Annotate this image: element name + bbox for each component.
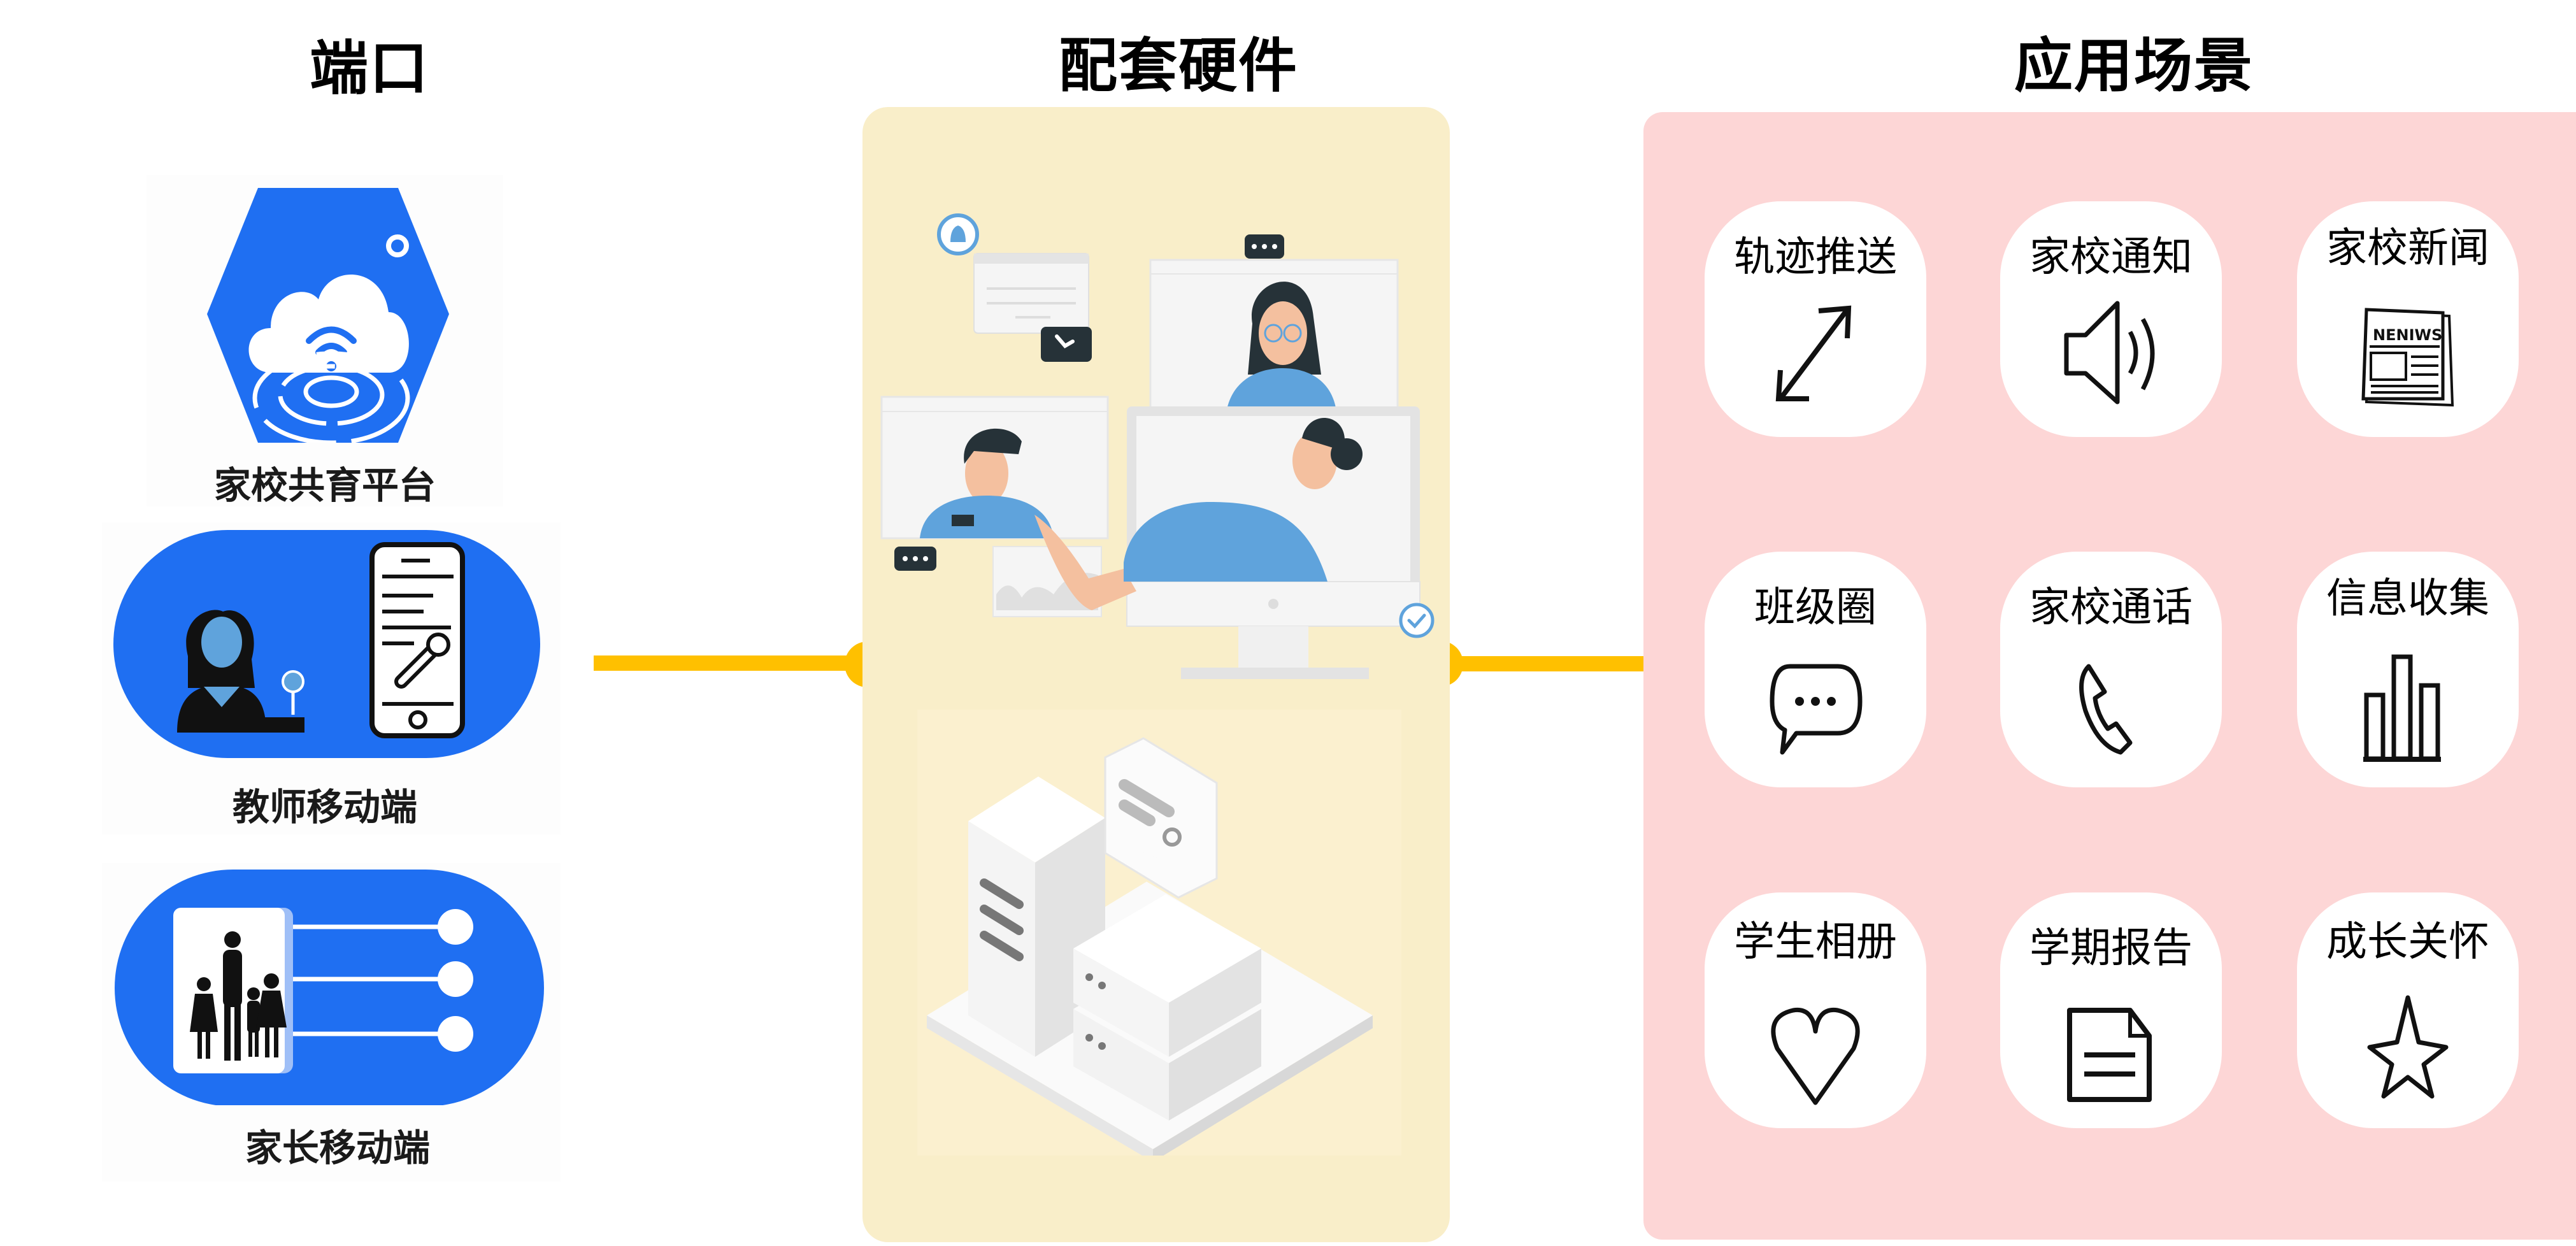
teacher-phone-icon <box>113 530 540 758</box>
scenario-growth-care[interactable]: 成长关怀 <box>2297 892 2519 1128</box>
port-parent-mobile[interactable]: 家长移动端 <box>102 863 561 1182</box>
star-icon <box>2367 995 2449 1099</box>
port-platform[interactable]: 家校共育平台 <box>147 175 503 507</box>
scenario-student-album[interactable]: 学生相册 <box>1705 892 1926 1128</box>
connector-line-right <box>1459 656 1645 671</box>
speaker-icon <box>2064 301 2155 405</box>
scenario-semester-report[interactable]: 学期报告 <box>2000 892 2222 1128</box>
bar-chart-icon <box>2363 654 2441 762</box>
newspaper-icon: NENIWS <box>2361 308 2454 407</box>
heart-icon <box>1771 1007 1860 1105</box>
scenario-class-circle[interactable]: 班级圈 <box>1705 552 1926 787</box>
scenario-label: 轨迹推送 <box>1734 234 1897 281</box>
document-icon <box>2067 1008 2152 1102</box>
video-call-illustration <box>880 213 1435 679</box>
scenarios-title: 应用场景 <box>2014 32 2254 100</box>
scenario-info-collection[interactable]: 信息收集 <box>2297 552 2519 787</box>
scenario-label: 成长关怀 <box>2326 919 2489 966</box>
family-network-icon <box>115 870 544 1105</box>
chat-bubble-icon <box>1770 664 1863 755</box>
scenario-label: 学期报告 <box>2029 925 2193 972</box>
scenario-trajectory-push[interactable]: 轨迹推送 <box>1705 201 1926 437</box>
scenario-label: 班级圈 <box>1754 584 1877 631</box>
diagonal-arrows-icon <box>1775 305 1852 401</box>
hardware-title: 配套硬件 <box>1058 32 1298 100</box>
port-teacher-mobile[interactable]: 教师移动端 <box>102 522 561 834</box>
scenario-school-news[interactable]: 家校新闻 NENIWS <box>2297 201 2519 437</box>
scenario-label: 信息收集 <box>2326 575 2489 622</box>
scenario-label: 家校通话 <box>2029 584 2193 631</box>
scenarios-panel: 轨迹推送 家校通知 家校新闻 NENIWS 班级圈 <box>1643 112 2576 1240</box>
port-platform-label: 家校共育平台 <box>213 464 436 507</box>
port-teacher-mobile-label: 教师移动端 <box>232 785 417 829</box>
connector-line-left <box>594 655 861 671</box>
scenario-label: 家校新闻 <box>2326 225 2489 272</box>
hardware-panel <box>862 107 1450 1242</box>
cloud-wifi-hexagon-icon <box>207 188 449 443</box>
scenario-label: 学生相册 <box>1734 919 1897 966</box>
phone-icon <box>2079 664 2133 755</box>
port-parent-mobile-label: 家长移动端 <box>245 1126 430 1170</box>
scenario-label: 家校通知 <box>2029 234 2193 281</box>
scenario-school-notice[interactable]: 家校通知 <box>2000 201 2222 437</box>
scenario-school-call[interactable]: 家校通话 <box>2000 552 2222 787</box>
ports-title: 端口 <box>309 34 429 103</box>
server-stack-illustration <box>917 710 1401 1156</box>
svg-text:NENIWS: NENIWS <box>2373 326 2442 344</box>
